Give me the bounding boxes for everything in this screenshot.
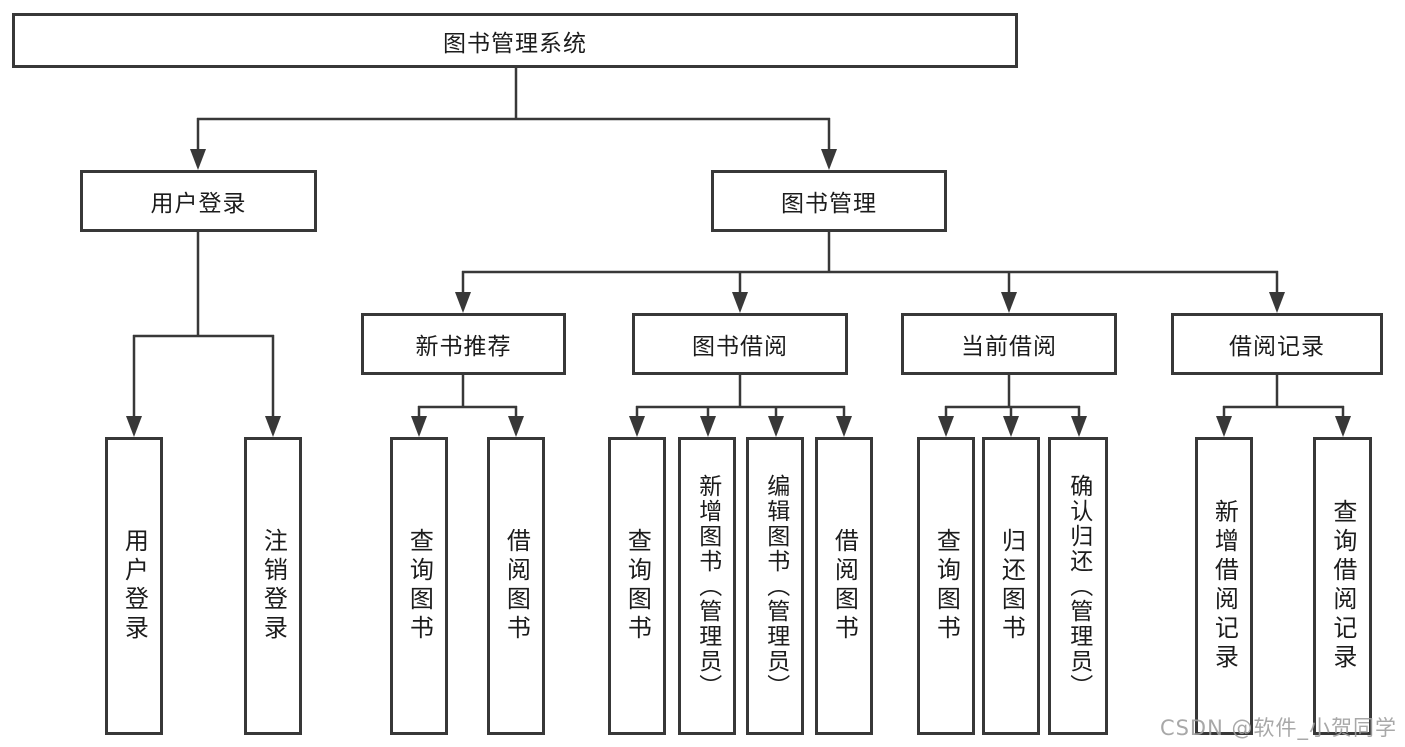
node-book-borrowing: 图书借阅 xyxy=(632,313,848,375)
leaf-user-login: 用户登录 xyxy=(105,437,163,735)
node-root-system: 图书管理系统 xyxy=(12,13,1018,68)
node-book-management: 图书管理 xyxy=(711,170,947,232)
connector-current-to-leaves xyxy=(938,375,1087,437)
node-current-borrowing: 当前借阅 xyxy=(901,313,1117,375)
leaf-borrow-books-2: 借阅图书 xyxy=(815,437,873,735)
leaf-add-books-admin: 新增图书（管理员） xyxy=(678,437,736,735)
leaf-add-borrow-record: 新增借阅记录 xyxy=(1195,437,1253,735)
connector-newbook-to-leaves xyxy=(411,375,524,437)
leaf-query-books-3: 查询图书 xyxy=(917,437,975,735)
node-new-book-recommend: 新书推荐 xyxy=(361,313,566,375)
node-user-login: 用户登录 xyxy=(80,170,317,232)
leaf-query-borrow-record: 查询借阅记录 xyxy=(1313,437,1372,735)
connector-userlogin-to-leaves xyxy=(126,232,281,437)
leaf-edit-books-admin: 编辑图书（管理员） xyxy=(746,437,804,735)
leaf-query-books-2: 查询图书 xyxy=(608,437,666,735)
leaf-query-books-1: 查询图书 xyxy=(390,437,448,735)
leaf-return-books: 归还图书 xyxy=(982,437,1040,735)
connector-root-to-level2 xyxy=(190,68,837,170)
leaf-confirm-return-admin: 确认归还（管理员） xyxy=(1048,437,1108,735)
node-borrowing-records: 借阅记录 xyxy=(1171,313,1383,375)
connector-records-to-leaves xyxy=(1216,375,1351,437)
csdn-watermark: CSDN @软件_小贺同学 xyxy=(1159,716,1397,740)
connector-bookmgmt-to-level3 xyxy=(455,232,1285,313)
connector-borrowing-to-leaves xyxy=(629,375,852,437)
leaf-borrow-books-1: 借阅图书 xyxy=(487,437,545,735)
leaf-logout: 注销登录 xyxy=(244,437,302,735)
